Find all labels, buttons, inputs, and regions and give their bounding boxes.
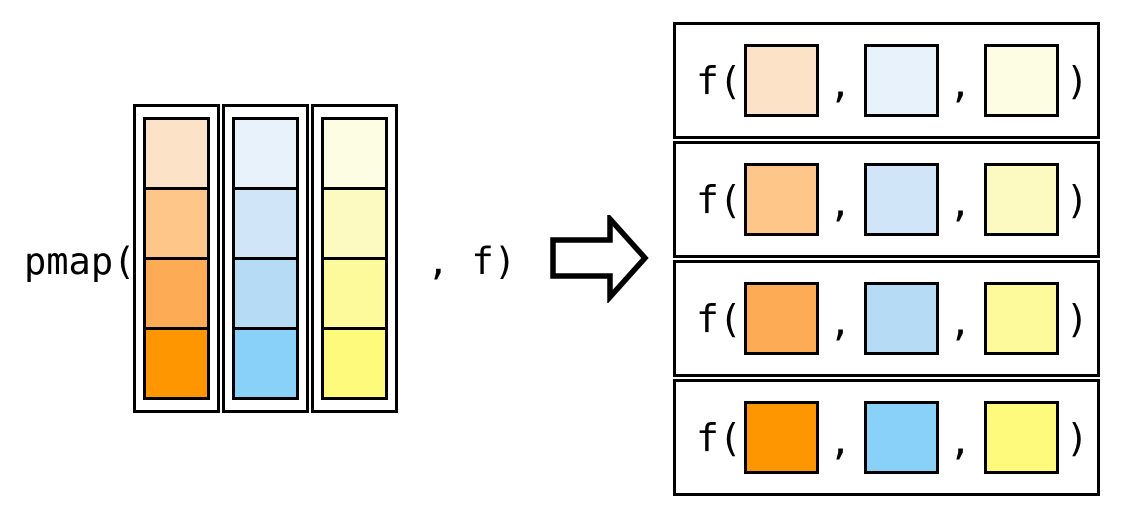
separator-label: , [828,418,852,463]
call-prefix-label: f( [696,177,742,222]
block-arrow-right-icon [550,215,649,303]
input-arrays-group [133,104,398,413]
call-suffix-label: ) [1065,415,1089,460]
result-row: f( , , ) [673,379,1100,496]
blue-array-column [222,104,309,413]
orange-arg-square [743,44,819,117]
orange-array-column [133,104,220,413]
result-row: f( , , ) [673,260,1100,377]
array-cell [232,187,299,260]
orange-arg-square [743,163,819,236]
separator-label: , [948,418,972,463]
call-prefix-label: f( [696,415,742,460]
yellow-arg-square [983,282,1059,355]
call-suffix-label: ) [1065,58,1089,103]
pmap-suffix-label: , f) [427,240,517,283]
array-cell [232,327,299,400]
array-cell [143,117,210,190]
call-prefix-label: f( [696,296,742,341]
yellow-array-column [311,104,398,413]
array-cell [321,257,388,330]
separator-label: , [948,299,972,344]
call-suffix-label: ) [1065,296,1089,341]
blue-array-stack [232,117,299,400]
orange-arg-square [743,401,819,474]
separator-label: , [948,61,972,106]
blue-arg-square [863,163,939,236]
array-cell [232,257,299,330]
separator-label: , [828,61,852,106]
array-cell [321,187,388,260]
yellow-arg-square [983,44,1059,117]
orange-arg-square [743,282,819,355]
blue-arg-square [863,282,939,355]
pmap-prefix-label: pmap( [24,240,136,283]
array-cell [321,117,388,190]
yellow-arg-square [983,401,1059,474]
result-row: f( , , ) [673,22,1100,139]
blue-arg-square [863,401,939,474]
array-cell [321,327,388,400]
array-cell [143,187,210,260]
separator-label: , [828,299,852,344]
call-suffix-label: ) [1065,177,1089,222]
result-rows-panel: f( , , ) f( , , ) f( , , ) f( [673,22,1100,496]
call-prefix-label: f( [696,58,742,103]
array-cell [143,327,210,400]
yellow-array-stack [321,117,388,400]
array-cell [232,117,299,190]
array-cell [143,257,210,330]
blue-arg-square [863,44,939,117]
yellow-arg-square [983,163,1059,236]
orange-array-stack [143,117,210,400]
separator-label: , [828,180,852,225]
separator-label: , [948,180,972,225]
result-row: f( , , ) [673,141,1100,258]
